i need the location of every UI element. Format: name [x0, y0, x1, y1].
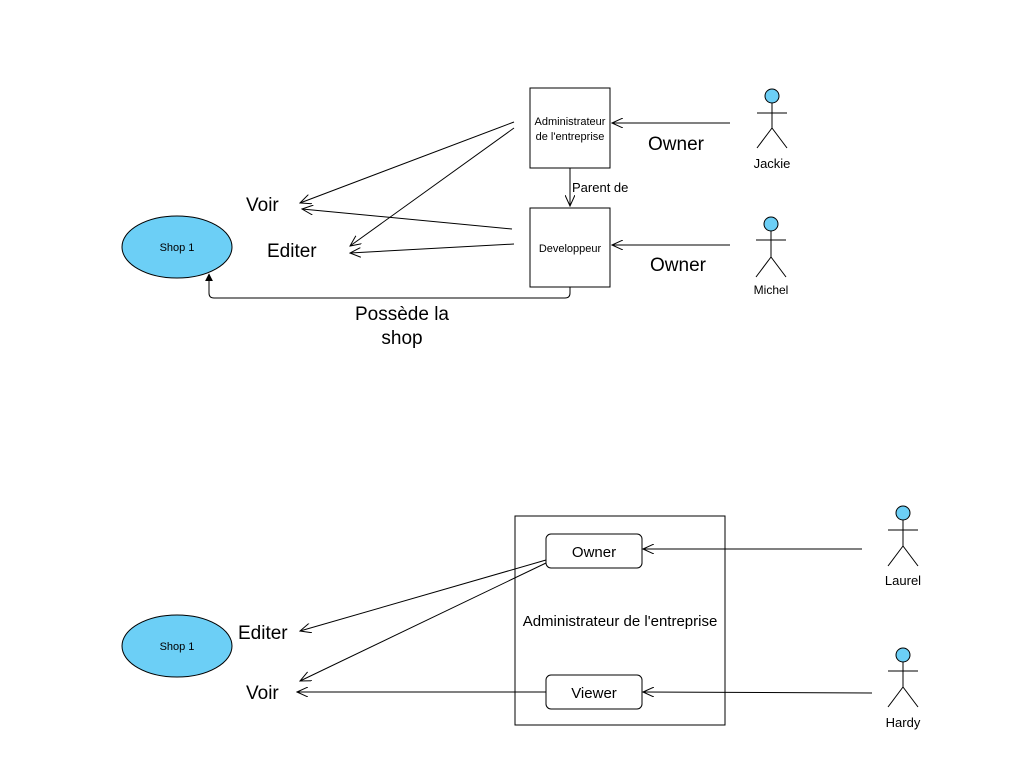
actor-hardy[interactable]: [887, 647, 919, 708]
michel-owner-label: Owner: [650, 255, 707, 276]
owner-role-label: Owner: [572, 544, 616, 561]
jackie-owner-label: Owner: [648, 134, 705, 155]
top-admin-label-line2: de l'entreprise: [536, 131, 605, 143]
top-diagram: Shop 1 Administrateur de l'entreprise De…: [121, 87, 791, 349]
actor-hardy-head-icon: [895, 647, 911, 663]
admin-voir-arrow: [300, 121, 515, 203]
owner-role-node[interactable]: Owner: [545, 533, 643, 569]
top-shop-node[interactable]: Shop 1: [121, 215, 233, 279]
top-dev-label: Developpeur: [539, 243, 602, 255]
top-editer-label: Editer: [267, 241, 317, 262]
dev-editer-arrow: [350, 243, 515, 253]
actor-laurel-head-icon: [895, 505, 911, 521]
top-admin-node[interactable]: Administrateur de l'entreprise: [529, 87, 611, 169]
possede-label-line2: shop: [381, 328, 422, 349]
actor-hardy-label: Hardy: [886, 715, 921, 730]
top-dev-node[interactable]: Developpeur: [529, 207, 611, 288]
top-shop-label: Shop 1: [160, 242, 195, 254]
dev-voir-arrow: [302, 209, 513, 230]
actor-laurel-label: Laurel: [885, 573, 921, 588]
possede-arrow: [205, 273, 571, 299]
bottom-diagram: Shop 1 Administrateur de l'entreprise Ow…: [121, 505, 921, 730]
viewer-role-label: Viewer: [571, 685, 617, 702]
bottom-shop-node[interactable]: Shop 1: [121, 614, 233, 678]
actor-michel[interactable]: [755, 216, 787, 278]
actor-laurel[interactable]: [887, 505, 919, 567]
viewer-role-node[interactable]: Viewer: [545, 674, 643, 710]
bottom-editer-label: Editer: [238, 623, 288, 644]
admin-group-label: Administrateur de l'entreprise: [523, 613, 718, 630]
possede-label-line1: Possède la: [355, 304, 449, 325]
actor-michel-head-icon: [763, 216, 779, 232]
owner-voir-arrow: [300, 562, 547, 681]
admin-editer-arrow: [350, 127, 515, 246]
actor-jackie[interactable]: [756, 88, 788, 149]
parent-label: Parent de: [572, 180, 628, 195]
hardy-viewer-arrow: [643, 692, 873, 693]
actor-michel-label: Michel: [754, 283, 789, 297]
actor-jackie-label: Jackie: [754, 156, 791, 171]
bottom-shop-label: Shop 1: [160, 641, 195, 653]
bottom-voir-label: Voir: [246, 683, 279, 704]
top-voir-label: Voir: [246, 195, 279, 216]
top-admin-label-line1: Administrateur: [535, 116, 606, 128]
actor-jackie-head-icon: [764, 88, 780, 104]
owner-editer-arrow: [300, 559, 547, 631]
